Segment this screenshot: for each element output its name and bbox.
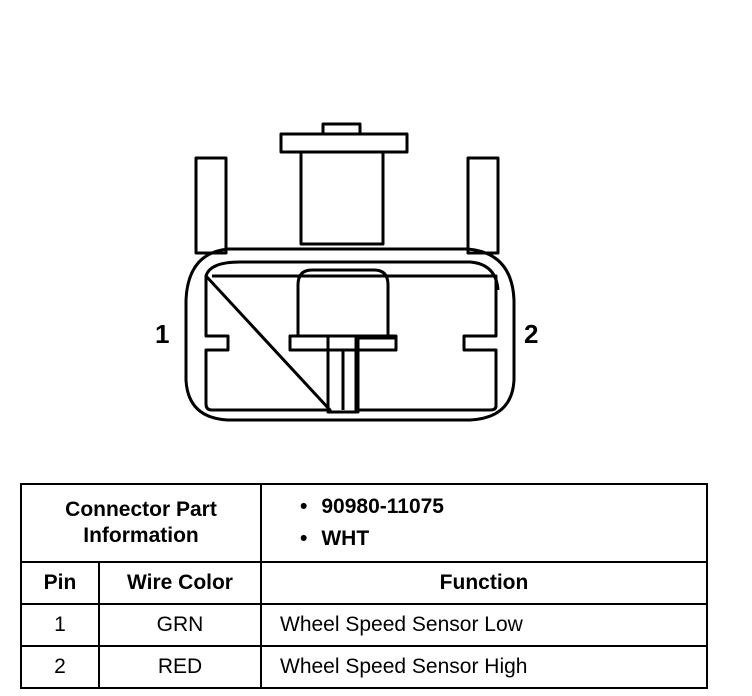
- function-cell: Wheel Speed Sensor Low: [260, 603, 708, 647]
- connector-part-title-line1: Connector Part: [65, 498, 217, 521]
- pin-label-left: 1: [155, 319, 169, 349]
- wire-color-cell: RED: [98, 645, 262, 689]
- table-row: 2 RED Wheel Speed Sensor High: [20, 645, 708, 689]
- column-header-pin: Pin: [20, 561, 100, 605]
- connector-housing-outer: [184, 247, 516, 422]
- connector-diagram: 1 2: [155, 122, 538, 422]
- connector-lock-tab: [279, 122, 409, 246]
- function-cell: Wheel Speed Sensor High: [260, 645, 708, 689]
- connector-post-left: [194, 156, 228, 255]
- pin-cell: 1: [20, 603, 100, 647]
- connector-part-info-header: Connector Part Information: [20, 483, 262, 563]
- connector-housing-inner: [204, 274, 498, 412]
- pin-cell: 2: [20, 645, 100, 689]
- column-header-wire-color: Wire Color: [98, 561, 262, 605]
- pin-label-right: 2: [524, 319, 538, 349]
- connector-post-right: [466, 156, 500, 255]
- column-header-function: Function: [260, 561, 708, 605]
- connector-part-info-values: 90980-11075 WHT: [260, 483, 708, 563]
- wire-color-cell: GRN: [98, 603, 262, 647]
- connector-part-title-line2: Information: [83, 524, 199, 547]
- table-row: 1 GRN Wheel Speed Sensor Low: [20, 603, 708, 647]
- part-info-list: 90980-11075 WHT: [300, 491, 706, 555]
- connector-info-table: Connector Part Information 90980-11075 W…: [20, 483, 708, 689]
- connector-color: WHT: [300, 523, 706, 555]
- connector-inner-frame: [204, 260, 500, 291]
- part-number: 90980-11075: [300, 491, 706, 523]
- connector-center-key: [288, 268, 398, 414]
